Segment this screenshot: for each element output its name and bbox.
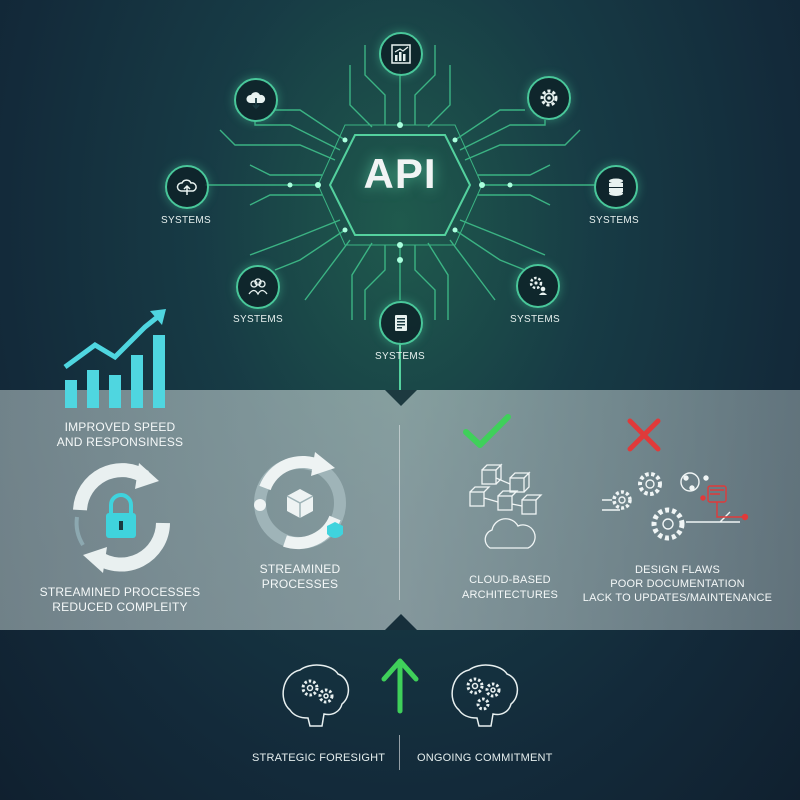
refresh-lock-icon (73, 463, 170, 573)
cloud-upload-icon (165, 165, 209, 209)
process-caption-line1: STREAMINED PROCESSES (39, 585, 201, 599)
growth-chart-icon (63, 309, 166, 408)
systems-label-lower-left: SYSTEMS (233, 314, 283, 325)
systems-label-left: SYSTEMS (161, 215, 211, 226)
team-icon (236, 265, 280, 309)
cloud-cubes-icon (469, 463, 543, 549)
streamined-caption-line1: STREAMINED (259, 562, 341, 576)
database-icon (594, 165, 638, 209)
up-arrow-icon (381, 658, 419, 714)
pros-caption-line1: CLOUD-BASED (469, 574, 551, 586)
process-caption-line2: REDUCED COMPLEITY (52, 600, 188, 614)
api-circuit-diagram (205, 45, 595, 390)
speed-caption-line1: IMPROVED SPEED (64, 420, 176, 434)
pros-caption-line2: ARCHITECTURES (461, 589, 559, 601)
cons-caption: DESIGN FLAWS POOR DOCUMENTATION LACK TO … (580, 563, 775, 605)
api-hub-label: API (363, 150, 437, 197)
process-caption: STREAMINED PROCESSES REDUCED COMPLEITY (30, 585, 210, 615)
band-divider (399, 425, 400, 600)
brain-gears-icon-right (451, 664, 519, 727)
cons-caption-line1: DESIGN FLAWS (634, 564, 721, 576)
bar-chart-icon (379, 32, 423, 76)
streamined-caption-line2: PROCESSES (261, 577, 339, 591)
pros-caption: CLOUD-BASED ARCHITECTURES (450, 573, 570, 603)
gear-icon (527, 76, 571, 120)
brain-gears-icon-left (282, 664, 350, 727)
cross-icon (627, 418, 661, 452)
cloud-download-icon (234, 78, 278, 122)
systems-label-lower-right: SYSTEMS (510, 314, 560, 325)
systems-label-right: SYSTEMS (589, 215, 639, 226)
gear-user-icon (516, 264, 560, 308)
bottom-divider (399, 735, 400, 770)
document-stack-icon (379, 301, 423, 345)
streamined-caption: STREAMINED PROCESSES (240, 562, 360, 592)
band-notch-bottom (385, 614, 417, 630)
process-cycle-icon (254, 452, 346, 550)
strategic-foresight-label: STRATEGIC FORESIGHT (252, 752, 386, 764)
systems-label-bottom: SYSTEMS (375, 351, 425, 362)
ongoing-commitment-label: ONGOING COMMITMENT (417, 752, 553, 764)
gears-network-icon (602, 472, 749, 541)
speed-caption-line2: AND RESPONSINESS (56, 435, 184, 449)
speed-caption: IMPROVED SPEED AND RESPONSINESS (50, 420, 190, 450)
cons-caption-line3: LACK TO UPDATES/MAINTENANCE (582, 592, 773, 604)
checkmark-icon (463, 414, 511, 448)
cons-caption-line2: POOR DOCUMENTATION (610, 578, 745, 590)
band-notch-top (385, 390, 417, 406)
